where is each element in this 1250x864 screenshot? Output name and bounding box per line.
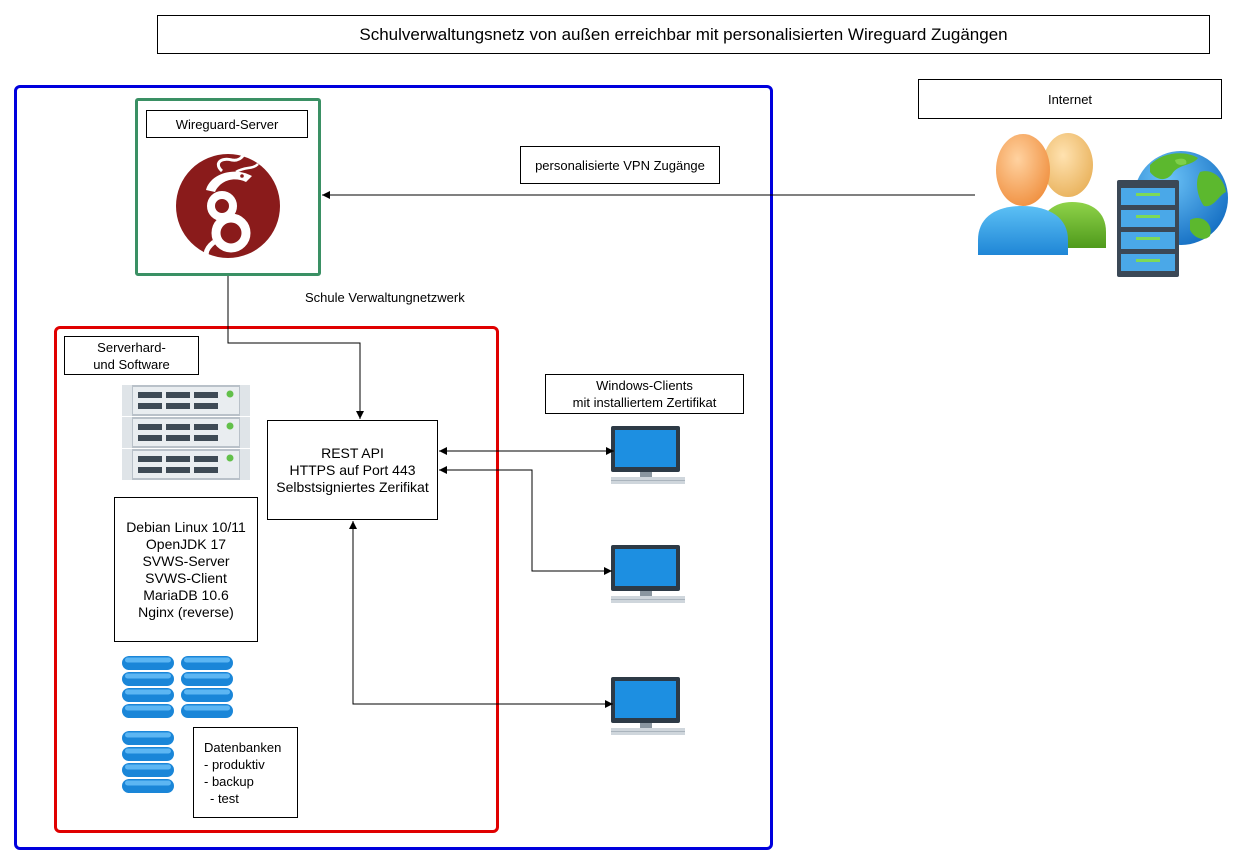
users-icon bbox=[978, 133, 1106, 255]
wireguard-label-box: Wireguard-Server bbox=[146, 110, 308, 138]
software-item: Debian Linux 10/11 bbox=[126, 518, 246, 535]
server-section-label-box: Serverhard- und Software bbox=[64, 336, 199, 375]
database-item: - produktiv bbox=[204, 756, 265, 772]
wireguard-to-api-connector bbox=[227, 276, 364, 419]
windows-clients-label-box: Windows-Clients mit installiertem Zertif… bbox=[545, 374, 744, 414]
clients-label-line2: mit installiertem Zertifikat bbox=[572, 395, 717, 410]
internet-label: Internet bbox=[1047, 91, 1093, 107]
rest-api-box: REST API HTTPS auf Port 443 Selbstsignie… bbox=[267, 420, 438, 520]
wireguard-logo-icon bbox=[176, 153, 280, 263]
monitor-icon bbox=[611, 545, 685, 603]
rest-api-line2: HTTPS auf Port 443 bbox=[289, 461, 416, 478]
database-item: - test bbox=[210, 790, 239, 806]
database-icon bbox=[122, 731, 174, 793]
api-to-client-3-connector bbox=[349, 521, 613, 708]
software-item: OpenJDK 17 bbox=[145, 535, 227, 552]
vpn-label: personalisierte VPN Zugänge bbox=[535, 157, 705, 173]
wireguard-server-frame bbox=[135, 98, 321, 276]
database-icon bbox=[181, 656, 233, 718]
software-list-box: Debian Linux 10/11 OpenJDK 17 SVWS-Serve… bbox=[114, 497, 258, 642]
school-network-label: Schule Verwaltungnetzwerk bbox=[305, 290, 465, 305]
software-item: Nginx (reverse) bbox=[138, 603, 234, 620]
server-section-label-line1: Serverhard- bbox=[97, 339, 166, 355]
monitor-icon bbox=[611, 677, 685, 735]
monitor-icon bbox=[611, 426, 685, 484]
databases-box: Datenbanken - produktiv - backup - test bbox=[193, 727, 298, 818]
database-icon bbox=[122, 656, 174, 718]
wireguard-label: Wireguard-Server bbox=[175, 116, 279, 132]
clients-label-line1: Windows-Clients bbox=[596, 378, 693, 393]
api-to-client-2-connector bbox=[439, 466, 612, 575]
database-item: - backup bbox=[204, 773, 254, 789]
software-item: MariaDB 10.6 bbox=[143, 586, 229, 603]
vpn-label-box: personalisierte VPN Zugänge bbox=[520, 146, 720, 184]
databases-title: Datenbanken bbox=[204, 739, 282, 755]
server-rack-icon bbox=[122, 385, 250, 480]
diagram-title-text: Schulverwaltungsnetz von außen erreichba… bbox=[359, 25, 1008, 44]
rest-api-line1: REST API bbox=[321, 444, 384, 461]
school-network-frame bbox=[14, 85, 773, 850]
diagram-title: Schulverwaltungsnetz von außen erreichba… bbox=[157, 15, 1210, 54]
rest-api-line3: Selbstsigniertes Zerifikat bbox=[276, 478, 429, 495]
server-icon bbox=[1117, 180, 1179, 277]
server-section-label-line2: und Software bbox=[93, 356, 170, 372]
rack-unit-icon bbox=[122, 449, 250, 480]
software-item: SVWS-Server bbox=[142, 552, 230, 569]
internet-label-box: Internet bbox=[918, 79, 1222, 119]
rack-unit-icon bbox=[122, 385, 250, 416]
rack-unit-icon bbox=[122, 417, 250, 448]
software-item: SVWS-Client bbox=[145, 569, 227, 586]
